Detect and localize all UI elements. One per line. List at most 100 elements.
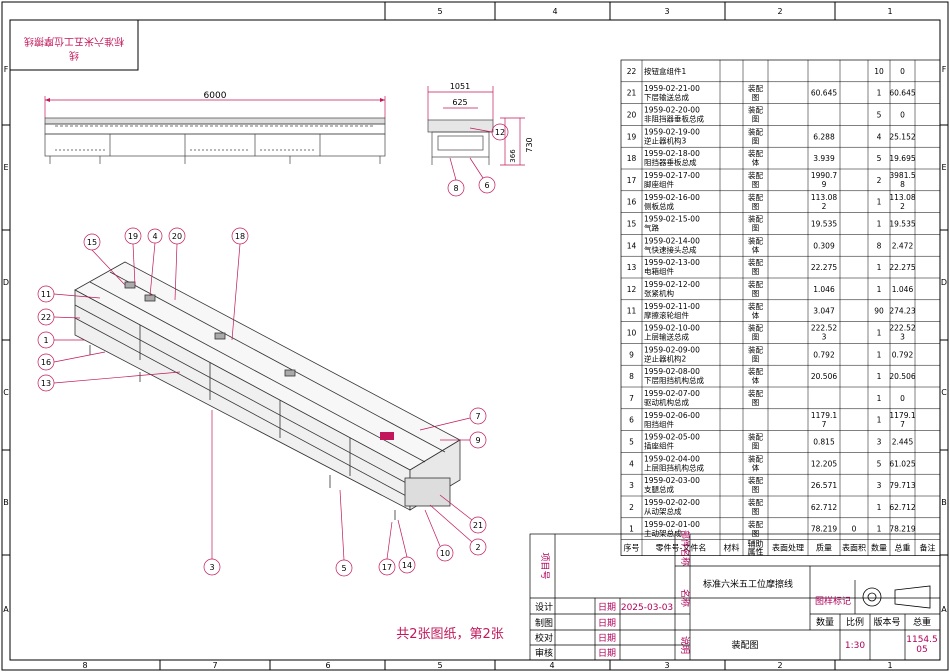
bom-part-code: 1959-02-07-00 xyxy=(644,389,700,398)
bom-total: 78.219 xyxy=(889,525,915,534)
bom-row-number: 16 xyxy=(627,198,637,207)
bom-header-cell: 辅助 xyxy=(748,539,764,549)
bom-area: 0 xyxy=(852,525,857,534)
bom-row-number: 7 xyxy=(629,394,634,403)
bom-total: 113.08 xyxy=(889,193,915,202)
bom-mass: 20.506 xyxy=(811,372,837,381)
top-zone-markers: 5 4 3 2 1 xyxy=(384,2,893,20)
bom-total: 22.275 xyxy=(889,263,915,272)
bom-attr: 装配 xyxy=(748,126,763,136)
bom-attr: 装配 xyxy=(748,432,763,442)
bom-attr: 图 xyxy=(752,224,760,233)
bom-attr: 装配 xyxy=(748,105,763,115)
bom-mass: 12.205 xyxy=(811,459,837,468)
bom-total: 8 xyxy=(900,180,905,189)
desc-label: 说明 xyxy=(679,636,691,654)
bom-attr: 装配 xyxy=(748,323,763,333)
bom-total: 19.535 xyxy=(889,220,915,229)
bom-part-name: 插座组件 xyxy=(644,441,674,451)
bom-part-code: 1959-02-16-00 xyxy=(644,193,700,202)
bottom-zone-label: 1 xyxy=(887,661,892,670)
balloon-label: 6 xyxy=(484,181,489,190)
draw-label: 制图 xyxy=(535,617,553,629)
top-zone-label: 4 xyxy=(552,7,557,16)
bom-part-name: 按钮盒组件1 xyxy=(644,66,686,76)
bom-qty: 2 xyxy=(877,176,882,185)
bom-part-name: 阻挡组件 xyxy=(644,419,674,429)
bom-part-name: 非阻挡器垂板总成 xyxy=(644,114,704,124)
bottom-zone-markers: 8 7 6 5 4 3 2 1 xyxy=(82,660,893,670)
bom-part-name: 主动架总成 xyxy=(644,528,682,538)
front-elevation-view xyxy=(44,96,386,164)
bom-part-code: 1959-02-01-00 xyxy=(644,520,700,529)
bom-part-code: 1959-02-14-00 xyxy=(644,236,700,245)
bom-part-name: 侧板总成 xyxy=(644,201,674,211)
balloon-label: 19 xyxy=(128,232,138,241)
bom-qty: 1 xyxy=(877,329,882,338)
right-zone-label: C xyxy=(941,388,947,397)
balloon-label: 16 xyxy=(41,358,51,367)
bom-row-number: 22 xyxy=(627,67,637,76)
balloon-label: 21 xyxy=(473,521,483,530)
bom-total: 19.695 xyxy=(889,154,915,163)
bom-row-number: 10 xyxy=(627,329,637,338)
bom-row-number: 13 xyxy=(627,263,637,272)
bom-row-number: 4 xyxy=(629,459,634,468)
date-label: 日期 xyxy=(598,618,616,629)
bom-row-number: 18 xyxy=(627,154,637,163)
bom-mass: 3.939 xyxy=(813,154,835,163)
sheet-count: 共2张图纸，第2张 xyxy=(396,627,504,642)
bom-row-number: 14 xyxy=(627,241,637,250)
bom-attr: 装配 xyxy=(748,388,763,398)
bom-attr: 图 xyxy=(752,485,760,494)
bom-row-number: 20 xyxy=(627,111,637,120)
date-label: 日期 xyxy=(598,602,616,613)
bom-qty: 1 xyxy=(877,285,882,294)
balloon-label: 13 xyxy=(41,379,51,388)
bom-total: 3 xyxy=(900,333,905,342)
balloon-label: 9 xyxy=(475,436,480,445)
bom-mass: 2 xyxy=(822,202,827,211)
top-zone-label: 5 xyxy=(437,7,442,16)
bom-attr: 图 xyxy=(752,289,760,298)
bom-attr: 图 xyxy=(752,333,760,342)
bom-row-number: 17 xyxy=(627,176,637,185)
bom-row-number: 2 xyxy=(629,503,634,512)
bom-part-name: 逆止器机构3 xyxy=(644,135,686,145)
bom-row-number: 3 xyxy=(629,481,634,490)
bom-qty: 10 xyxy=(874,67,884,76)
bom-mass: 22.275 xyxy=(811,263,837,272)
bom-qty: 1 xyxy=(877,89,882,98)
bom-qty: 1 xyxy=(877,525,882,534)
bom-attr: 图 xyxy=(752,202,760,211)
bom-qty: 1 xyxy=(877,416,882,425)
bom-qty: 8 xyxy=(877,241,882,250)
dim-width-outer: 1051 xyxy=(450,82,470,91)
bom-attr: 装配 xyxy=(748,83,763,93)
date-label: 日期 xyxy=(598,633,616,644)
bom-qty: 4 xyxy=(877,132,882,141)
version-label: 版本号 xyxy=(873,616,900,628)
bottom-zone-label: 4 xyxy=(549,661,554,670)
bom-mass: 9 xyxy=(822,180,827,189)
bom-part-name: 摩擦滚轮组件 xyxy=(644,310,689,320)
bom-attr: 图 xyxy=(752,507,760,516)
bom-total: 25.152 xyxy=(889,132,915,141)
bom-mass: 6.288 xyxy=(813,132,835,141)
bom-total: 2.472 xyxy=(892,241,914,250)
bom-part-code: 1959-02-05-00 xyxy=(644,433,700,442)
design-label: 设计 xyxy=(535,601,553,613)
bom-total: 0 xyxy=(900,67,905,76)
bom-part-name: 阻挡器垂板总成 xyxy=(644,157,697,167)
bom-mass: 1990.7 xyxy=(811,171,837,180)
bom-part-code: 1959-02-17-00 xyxy=(644,171,700,180)
bom-part-code: 1959-02-21-00 xyxy=(644,84,700,93)
balloon-label: 15 xyxy=(87,238,97,247)
bom-attr: 图 xyxy=(752,136,760,145)
isometric-view xyxy=(74,261,461,520)
balloons xyxy=(37,123,509,577)
balloon-label: 20 xyxy=(172,232,182,241)
bom-part-code: 1959-02-04-00 xyxy=(644,454,700,463)
bom-part-code: 1959-02-20-00 xyxy=(644,106,700,115)
